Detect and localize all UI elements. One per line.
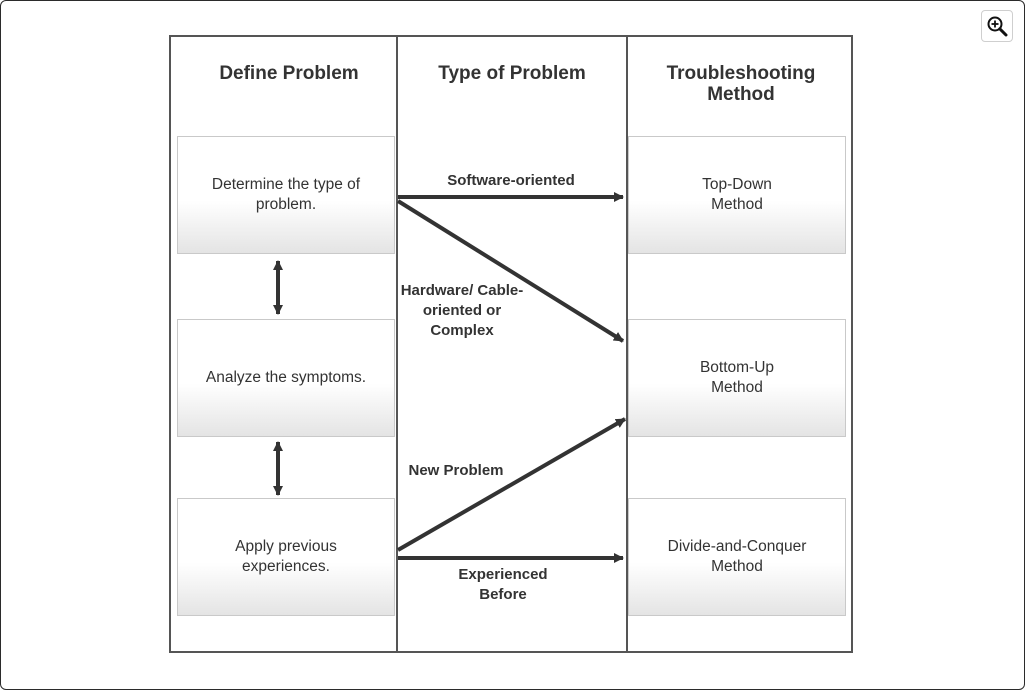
method-text: Bottom-Up Method: [699, 359, 775, 396]
method-divide-and-conquer: Divide-and-Conquer Method: [628, 498, 846, 616]
column-divider-1: [396, 37, 398, 651]
column-heading-troubleshooting-method: Troubleshooting Method: [666, 63, 816, 105]
define-step-determine-type: Determine the type of problem.: [177, 136, 395, 254]
column-heading-define-problem: Define Problem: [219, 63, 359, 84]
method-top-down: Top-Down Method: [628, 136, 846, 254]
zoom-in-icon: [987, 16, 1008, 37]
troubleshooting-diagram: Define Problem Type of Problem Troublesh…: [169, 35, 853, 653]
zoom-button[interactable]: [981, 10, 1013, 42]
define-step-analyze-symptoms: Analyze the symptoms.: [177, 319, 395, 437]
define-step-text: Apply previous experiences.: [235, 538, 337, 575]
label-hardware-cable-complex: Hardware/ Cable-oriented or Complex: [400, 282, 524, 339]
column-heading-type-of-problem: Type of Problem: [438, 63, 586, 84]
column-divider-2: [626, 37, 628, 651]
label-new-problem: New Problem: [408, 462, 504, 479]
method-bottom-up: Bottom-Up Method: [628, 319, 846, 437]
method-text: Top-Down Method: [702, 176, 772, 213]
method-text: Divide-and-Conquer Method: [667, 538, 807, 575]
define-step-text: Determine the type of problem.: [211, 176, 361, 213]
label-software-oriented: Software-oriented: [447, 172, 575, 189]
define-step-apply-experiences: Apply previous experiences.: [177, 498, 395, 616]
label-experienced-before: Experienced Before: [458, 566, 548, 603]
define-step-text: Analyze the symptoms.: [205, 369, 367, 386]
